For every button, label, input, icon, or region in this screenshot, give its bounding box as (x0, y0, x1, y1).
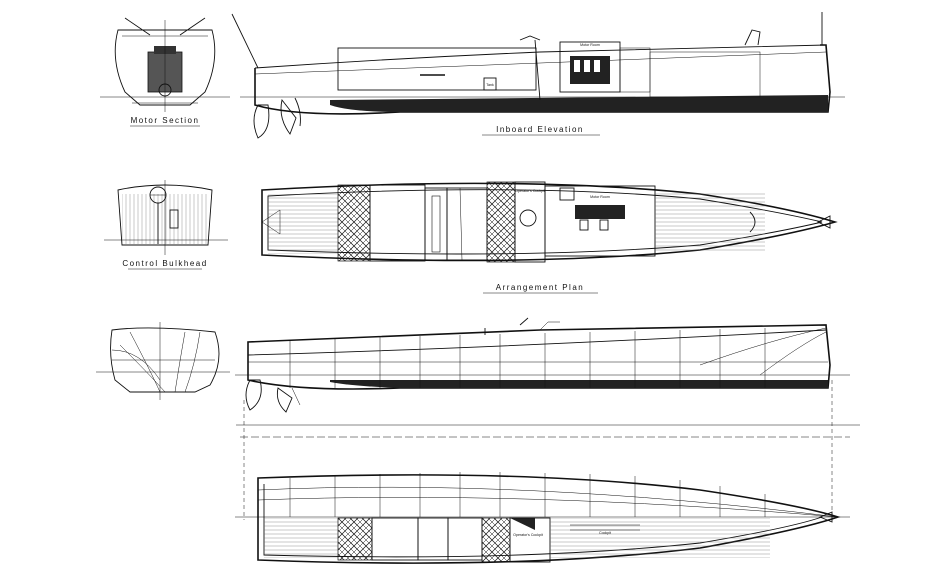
arrangement-plan-view: Operator's Cockpit Motor Room Arrangemen… (261, 181, 838, 294)
tank-label: Tank (486, 83, 494, 87)
arrangement-plan-caption: Arrangement Plan (496, 283, 584, 292)
control-bulkhead-view: Control Bulkhead (104, 180, 228, 270)
cockpit-plan-label: Cockpit (599, 531, 611, 535)
operators-cockpit-label: Operator's Cockpit (515, 189, 545, 193)
control-bulkhead-caption: Control Bulkhead (122, 259, 207, 268)
motor-section-view: Motor Section (100, 17, 230, 127)
motor-room-label: Motor Room (580, 43, 600, 47)
motor-room-plan-label: Motor Room (590, 195, 610, 199)
motor-section-caption: Motor Section (131, 116, 200, 125)
profile-lines-view (235, 317, 860, 520)
body-plan-view (96, 322, 230, 400)
inboard-elevation-view: Tank Motor Room Inboard Elevation (231, 12, 845, 139)
operators-cockpit-lower-label: Operator's Cockpit (513, 533, 543, 537)
half-breadth-plan-view: Operator's Cockpit Cockpit (235, 472, 850, 564)
inboard-elevation-caption: Inboard Elevation (496, 125, 584, 134)
